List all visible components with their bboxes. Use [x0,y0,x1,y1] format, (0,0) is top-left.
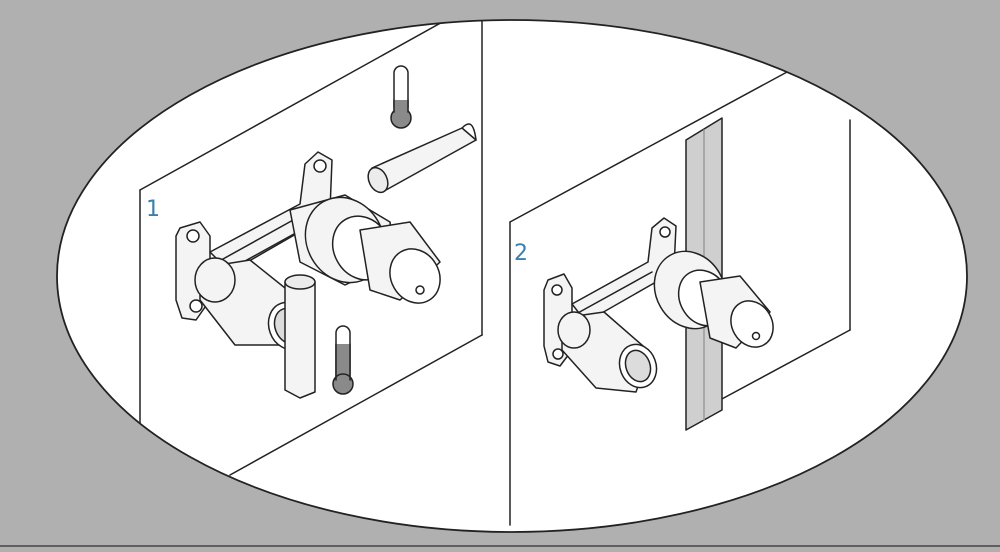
thermometer-icon [332,325,354,395]
step-1-panel [139,20,483,476]
detail-ellipse [56,19,968,533]
wall-top-edge [139,20,483,191]
step-2-panel [509,64,851,526]
thermometer-icon [390,65,412,129]
step-number-2: 2 [514,241,528,266]
valve-body [289,194,441,304]
spout-connector [557,311,658,393]
wall-bottom-edge [229,334,483,476]
wall-bottom-edge [719,329,851,401]
supply-pipe-top [367,123,477,194]
step-number-1: 1 [146,197,160,222]
wall-top-edge [509,64,801,223]
valve-body [653,250,774,349]
supply-pipe-bottom [284,274,316,399]
